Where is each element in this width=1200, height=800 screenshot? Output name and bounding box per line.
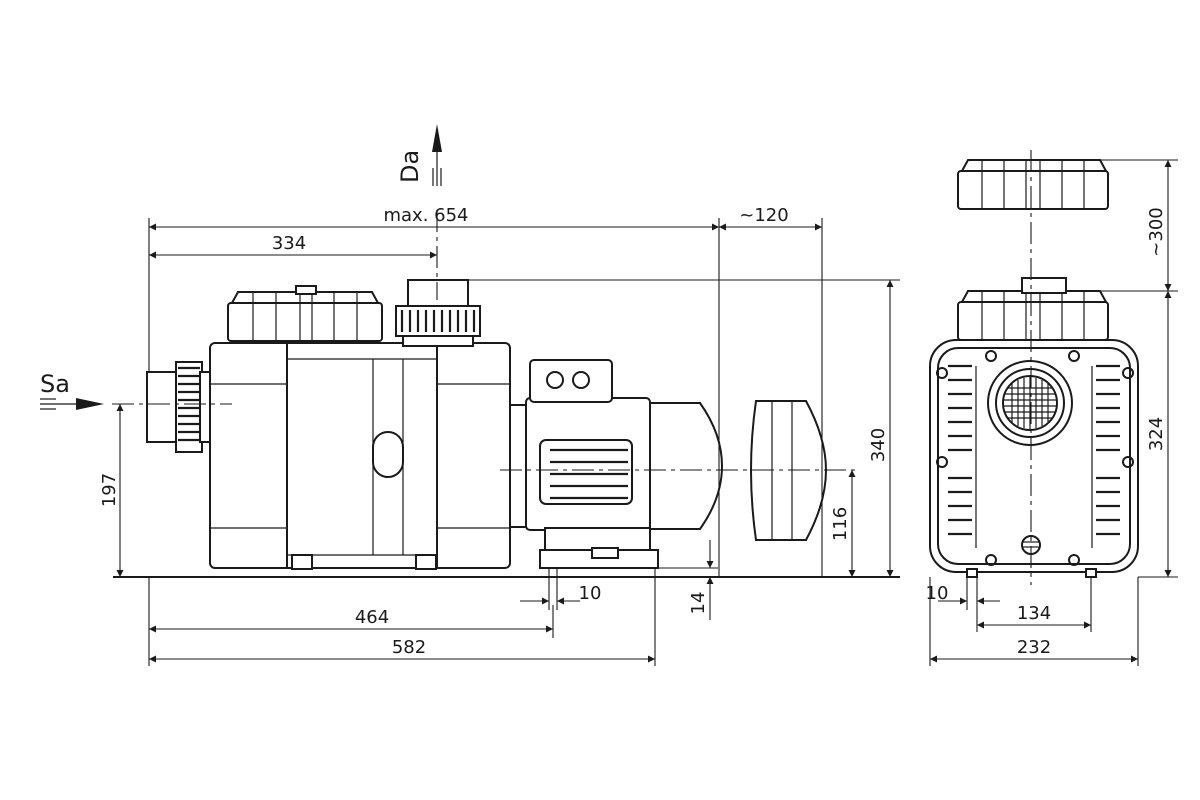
svg-text:~120: ~120	[739, 205, 788, 226]
lid-mounted	[957, 277, 1109, 341]
svg-text:197: 197	[99, 473, 120, 507]
dim-front-height: 324	[1138, 291, 1178, 578]
front-view: ~300 324 10 134 232	[926, 150, 1178, 666]
dim-shaft-height: 116	[830, 470, 856, 577]
foot-right	[1085, 568, 1097, 578]
svg-text:334: 334	[272, 233, 306, 254]
inlet-label: Sa	[40, 370, 70, 398]
dim-lid-removal: ~300	[1066, 159, 1178, 292]
dim-max-length: max. 654	[148, 205, 720, 577]
svg-text:582: 582	[392, 637, 426, 658]
svg-text:max. 654: max. 654	[383, 205, 468, 226]
svg-text:232: 232	[1017, 637, 1051, 658]
svg-text:340: 340	[868, 428, 889, 462]
outlet-label: Da	[396, 150, 424, 183]
inlet-arrow-icon	[40, 398, 104, 410]
dim-pump-length: 334	[149, 233, 437, 259]
svg-text:~300: ~300	[1146, 207, 1167, 256]
svg-text:10: 10	[926, 583, 949, 604]
side-view: Da Sa	[40, 124, 900, 666]
svg-text:134: 134	[1017, 603, 1051, 624]
dim-total-width: 232	[929, 577, 1139, 666]
svg-text:464: 464	[355, 607, 389, 628]
housing-ribs-right	[1091, 364, 1120, 548]
dim-motor-removal: ~120	[719, 205, 823, 577]
svg-text:324: 324	[1146, 417, 1167, 451]
dim-total-height: 340	[468, 279, 900, 577]
strainer-mesh-icon	[1004, 377, 1056, 429]
motor	[509, 359, 724, 569]
prefilter-lid	[227, 285, 383, 348]
terminal-box	[529, 359, 613, 403]
dim-foot-spacing: 134	[977, 577, 1092, 632]
inlet-port-front	[987, 360, 1073, 446]
housing-ribs-left	[948, 364, 977, 548]
pump-housing-front	[929, 339, 1139, 573]
dim-base-length: 582	[149, 568, 656, 666]
dim-inlet-height: 197	[99, 404, 124, 577]
dim-foot-width-front: 10	[926, 577, 1000, 632]
outlet-arrow-icon	[432, 124, 442, 186]
inlet-union-nut	[175, 361, 213, 453]
fan-cover	[649, 402, 724, 530]
svg-text:116: 116	[830, 507, 851, 541]
outlet-connection	[395, 279, 481, 347]
foot-left	[966, 568, 978, 578]
dim-foot-distance: 464	[148, 577, 554, 666]
sight-window	[372, 431, 404, 478]
pump-housing	[209, 342, 511, 570]
dim-foot-thickness: 14	[658, 540, 718, 620]
svg-text:10: 10	[579, 583, 602, 604]
svg-text:14: 14	[688, 592, 709, 615]
dim-foot-width-side: 10	[520, 568, 601, 610]
lid-removed	[957, 159, 1109, 210]
